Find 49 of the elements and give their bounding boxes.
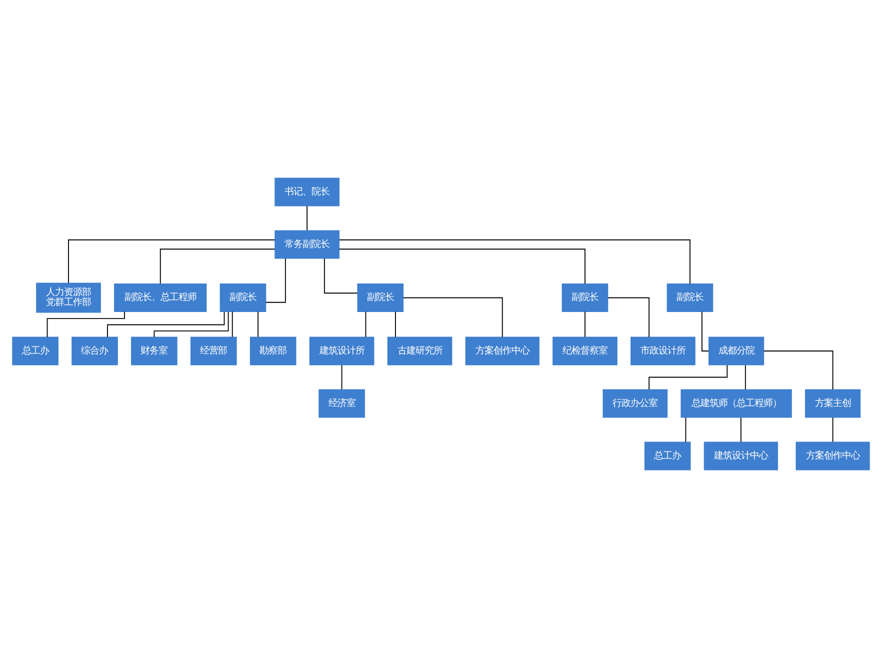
connector: [324, 258, 358, 294]
connector: [744, 364, 746, 390]
connector: [740, 416, 742, 442]
connector: [763, 350, 834, 390]
node-box: 人力资源部 党群工作部: [36, 282, 101, 312]
connector: [341, 364, 342, 390]
connector: [232, 310, 233, 337]
node-box: 财务室: [131, 336, 178, 365]
node-box: 书记、院长: [274, 177, 340, 206]
node-box: 经济室: [318, 388, 365, 418]
node-box: 市政设计所: [630, 336, 696, 365]
node-box: 建筑设计所: [309, 336, 374, 365]
node-box: 总工办: [12, 336, 58, 365]
node-box: 总工办: [644, 441, 691, 470]
connector: [584, 310, 586, 337]
node-box: 副院长: [357, 282, 404, 312]
node-box: 建筑设计中心: [704, 441, 778, 470]
node-box: 方案主创: [805, 388, 861, 418]
node-box: 副院长: [562, 282, 608, 312]
connector: [68, 238, 276, 283]
node-box: 方案创作中心: [796, 441, 870, 470]
connector: [107, 310, 225, 337]
node-box: 经营部: [190, 336, 237, 365]
node-box: 副院长: [220, 282, 266, 312]
node-box: 行政办公室: [602, 388, 668, 418]
connector: [306, 205, 308, 230]
connector: [832, 416, 834, 442]
connector: [338, 238, 690, 284]
node-box: 总建筑师（总工程师）: [680, 388, 792, 418]
connector: [701, 310, 710, 351]
connector: [338, 248, 586, 284]
node-box: 成都分院: [708, 336, 764, 365]
connector: [265, 258, 286, 302]
node-box: 纪检督察室: [552, 336, 618, 365]
node-box: 古建研究所: [387, 336, 452, 365]
connector: [685, 416, 686, 442]
node-box: 综合办: [72, 336, 118, 365]
node-box: 副院长、总工程师: [114, 282, 207, 312]
connector: [394, 310, 396, 337]
connector: [46, 310, 125, 338]
connector: [365, 310, 366, 337]
connector: [160, 248, 276, 284]
connector: [154, 311, 229, 338]
connector: [608, 296, 650, 337]
node-box: 勘察部: [250, 336, 296, 365]
node-box: 方案创作中心: [465, 336, 540, 365]
connector: [402, 296, 503, 337]
node-box: 常务副院长: [274, 230, 340, 258]
node-box: 副院长: [666, 282, 714, 312]
